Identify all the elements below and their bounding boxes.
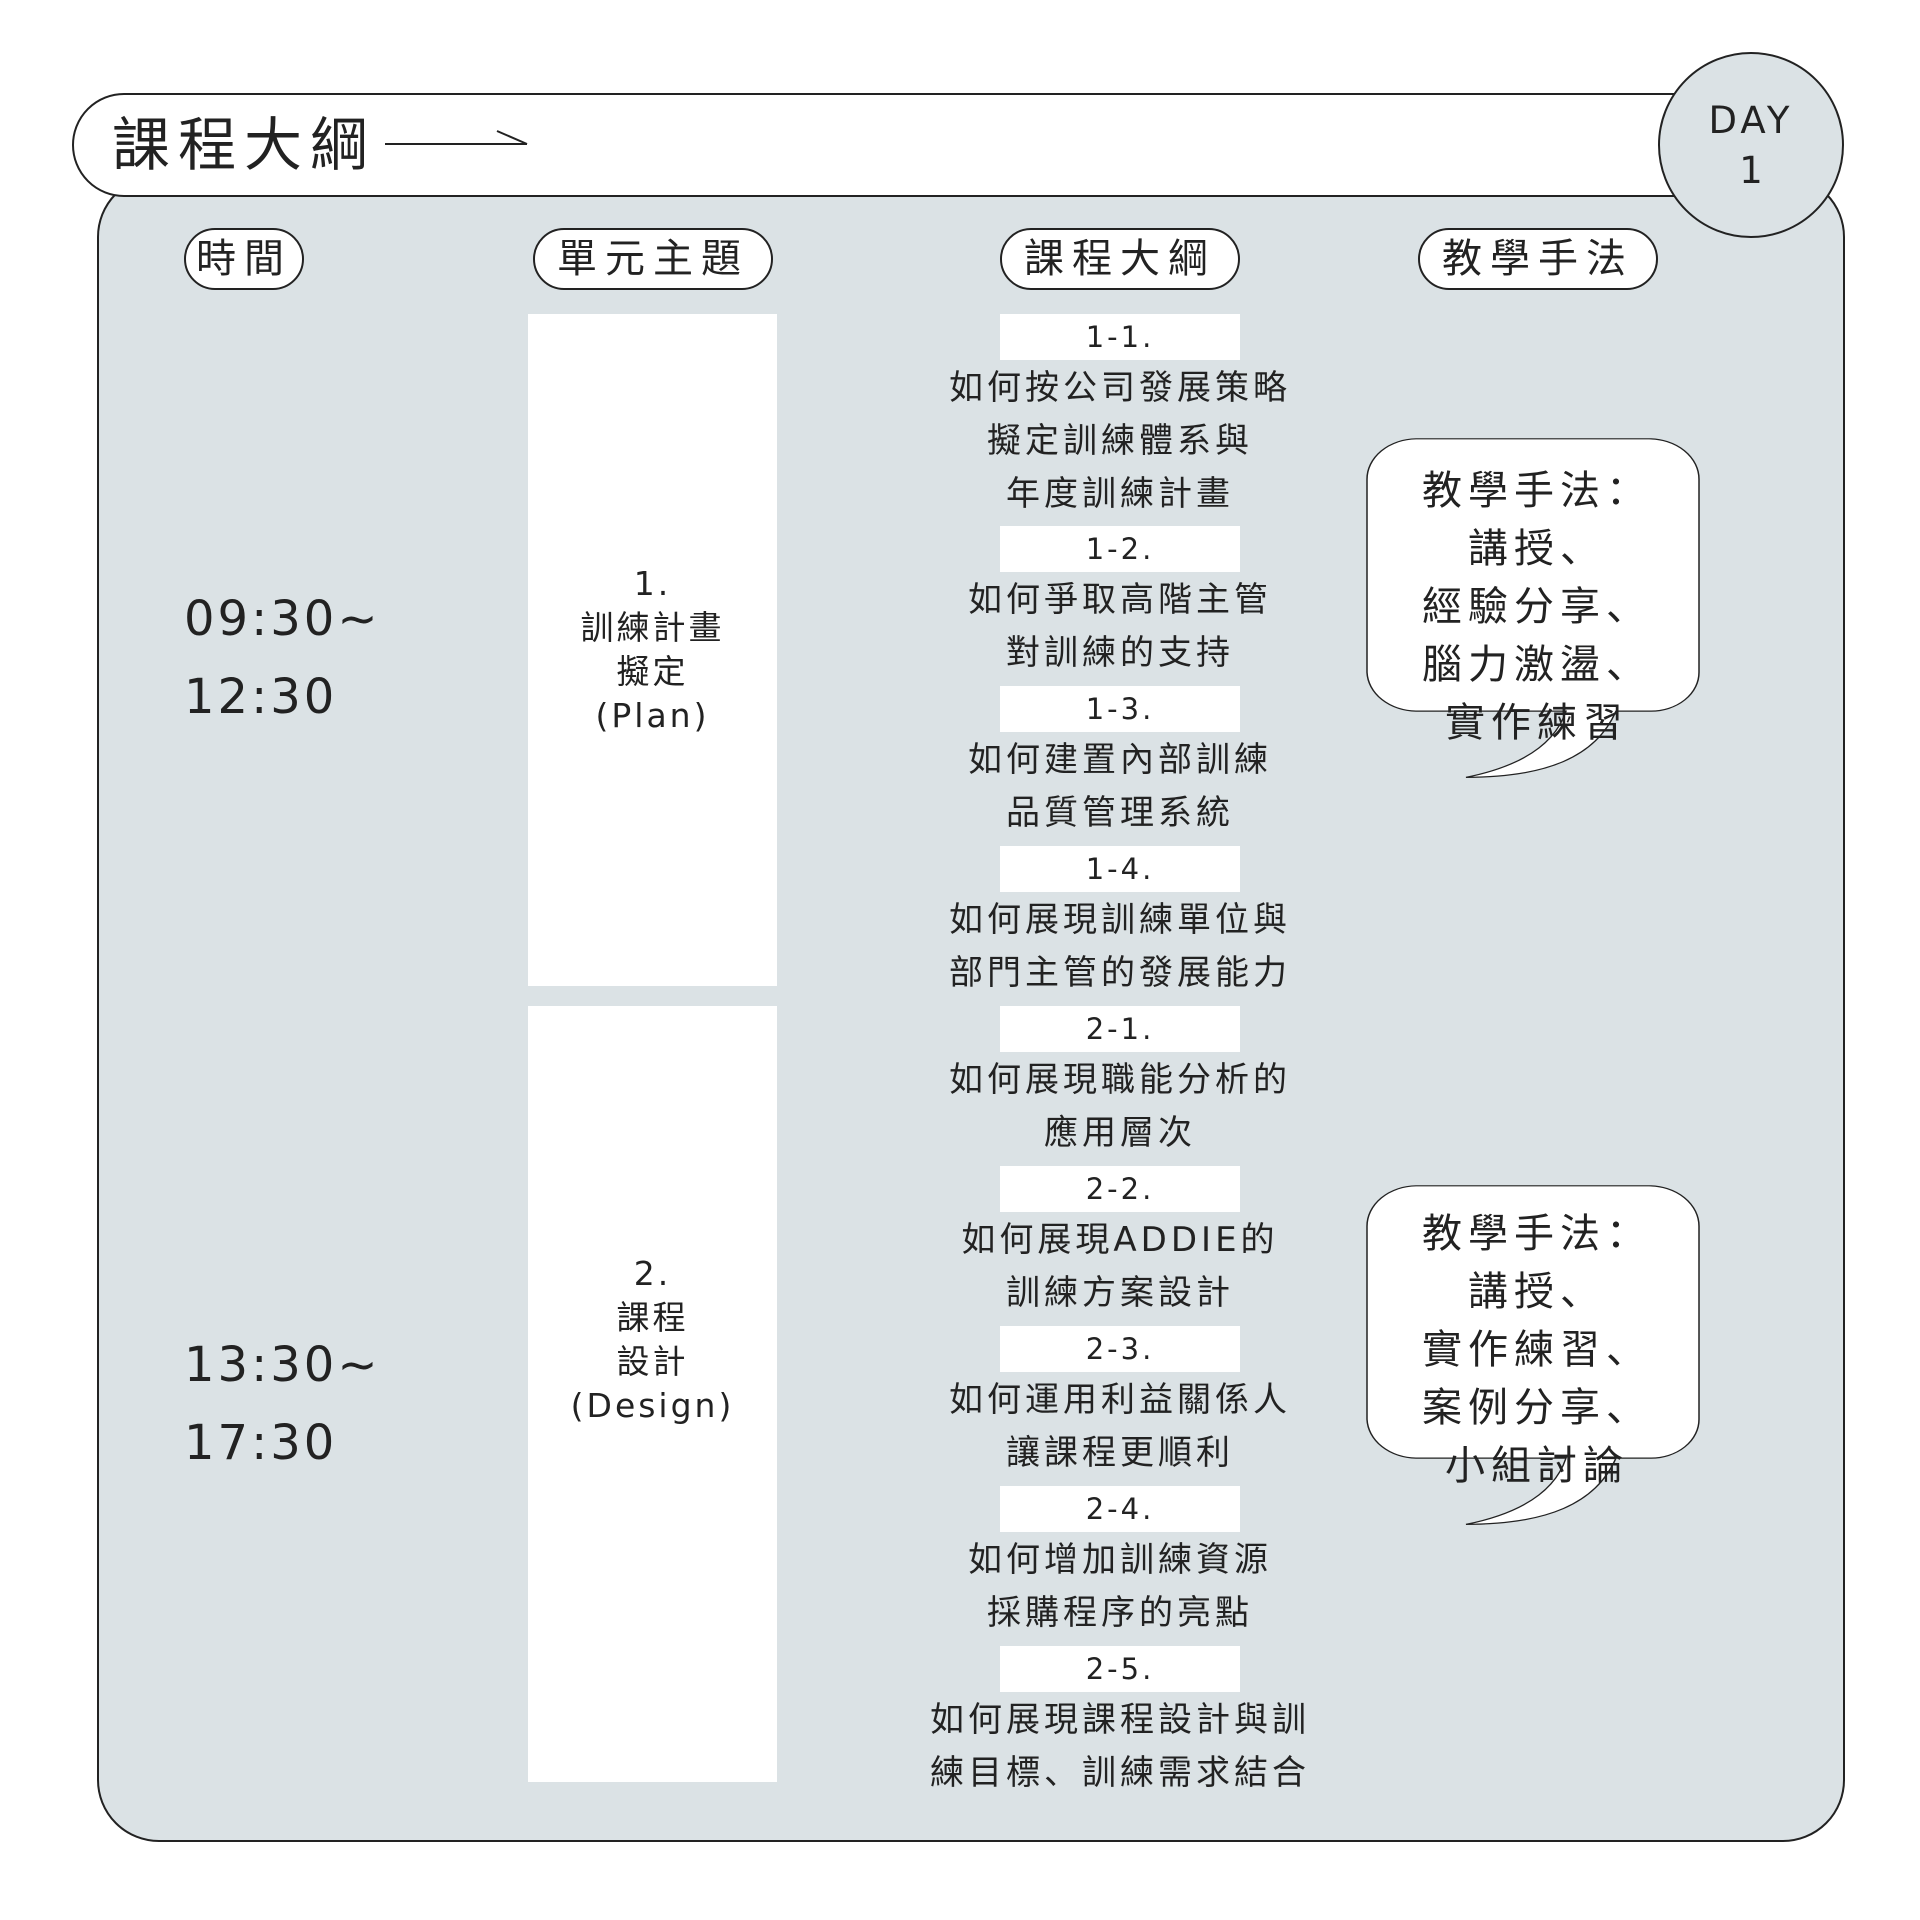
arrow-right-icon: [385, 130, 528, 145]
topic-line: 應用層次: [1044, 1113, 1196, 1153]
topic-line: 如何建置內部訓練: [968, 740, 1272, 780]
unit-subtitle: (Design): [570, 1386, 735, 1425]
unit-subtitle: (Plan): [595, 696, 710, 735]
speech-bubble-icon: [1366, 1185, 1700, 1525]
speech-bubble: 教學手法： 講授、 實作練習、 案例分享、 小組討論: [1366, 1185, 1700, 1525]
topic-line: 部門主管的發展能力: [949, 953, 1291, 993]
method-line: 經驗分享、: [1422, 584, 1652, 630]
method-line: 教學手法：: [1422, 468, 1652, 514]
topic-line: 讓課程更順利: [1006, 1433, 1234, 1473]
topic-line: 如何展現訓練單位與: [949, 900, 1291, 940]
unit-title: 擬定: [616, 652, 689, 691]
topic-line: 如何增加訓練資源: [968, 1540, 1272, 1580]
unit-title: 設計: [616, 1342, 689, 1381]
topic-line: 如何按公司發展策略: [949, 368, 1291, 408]
day-number: 1: [1739, 149, 1763, 192]
session-time-end: 12:30: [184, 669, 338, 725]
topic-line: 如何爭取高階主管: [968, 580, 1272, 620]
column-header-unit: 單元主題: [533, 228, 773, 290]
topic-line: 品質管理系統: [1006, 793, 1234, 833]
unit-title: 訓練計畫: [580, 608, 725, 647]
topic-line: 練目標、訓練需求結合: [930, 1753, 1310, 1793]
method-line: 腦力激盪、: [1422, 642, 1652, 688]
method-line: 講授、: [1468, 1269, 1606, 1315]
topic-number: 2-4.: [1000, 1486, 1240, 1532]
method-line: 實作練習: [1445, 700, 1629, 746]
title-bar: [72, 93, 1772, 197]
topic-line: 如何展現課程設計與訓: [930, 1700, 1310, 1740]
topic-line: 擬定訓練體系與: [987, 421, 1253, 461]
unit-number: 1.: [633, 564, 672, 603]
method-line: 講授、: [1468, 526, 1606, 572]
day-badge: DAY 1: [1658, 52, 1844, 238]
topic-number: 2-5.: [1000, 1646, 1240, 1692]
topic-line: 如何運用利益關係人: [949, 1380, 1291, 1420]
topic-number: 1-2.: [1000, 526, 1240, 572]
speech-bubble: 教學手法： 講授、 經驗分享、 腦力激盪、 實作練習: [1366, 438, 1700, 778]
column-header-time: 時間: [184, 228, 304, 290]
topic-line: 如何展現職能分析的: [949, 1060, 1291, 1100]
day-label: DAY: [1708, 99, 1794, 142]
unit-number: 2.: [633, 1254, 672, 1293]
topic-line: 年度訓練計畫: [1006, 474, 1234, 514]
topic-number: 1-3.: [1000, 686, 1240, 732]
topic-line: 如何展現ADDIE的: [961, 1220, 1279, 1260]
topic-number: 1-4.: [1000, 846, 1240, 892]
topic-line: 對訓練的支持: [1006, 633, 1234, 673]
session-time-start: 09:30~: [184, 591, 381, 647]
topic-line: 訓練方案設計: [1006, 1273, 1234, 1313]
topic-number: 2-3.: [1000, 1326, 1240, 1372]
topic-number: 1-1.: [1000, 314, 1240, 360]
topic-number: 2-2.: [1000, 1166, 1240, 1212]
column-header-method: 教學手法: [1418, 228, 1658, 290]
topic-number: 2-1.: [1000, 1006, 1240, 1052]
unit-box: 2. 課程 設計 (Design): [528, 1006, 777, 1782]
method-line: 教學手法：: [1422, 1211, 1652, 1257]
page-title: 課程大綱: [112, 111, 377, 179]
session-time-start: 13:30~: [184, 1337, 381, 1393]
method-line: 實作練習、: [1422, 1327, 1652, 1373]
unit-box: 1. 訓練計畫 擬定 (Plan): [528, 314, 777, 986]
method-line: 小組討論: [1445, 1443, 1629, 1489]
method-line: 案例分享、: [1422, 1385, 1652, 1431]
speech-bubble-icon: [1366, 438, 1700, 778]
topic-line: 採購程序的亮點: [987, 1593, 1253, 1633]
column-header-outline: 課程大綱: [1000, 228, 1240, 290]
unit-title: 課程: [616, 1298, 689, 1337]
session-time-end: 17:30: [184, 1415, 338, 1471]
